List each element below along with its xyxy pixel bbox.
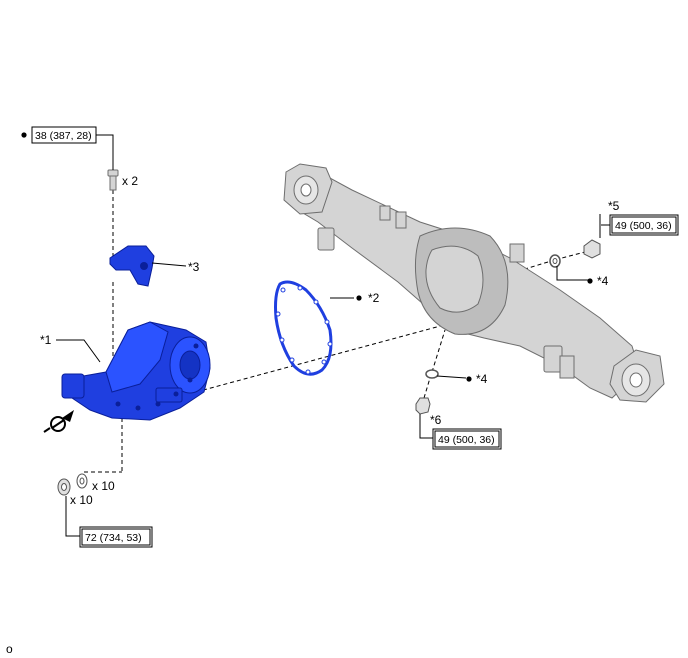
torque-value: 49 (500, 36) — [615, 220, 672, 232]
front-direction-icon — [43, 410, 74, 433]
callout-3: *3 — [188, 260, 200, 274]
quantity-washer: x 10 — [92, 479, 115, 493]
callout-6: *6 — [430, 413, 442, 427]
callout-4-lower: *4 — [476, 372, 488, 386]
plug-lower — [415, 397, 431, 415]
figure-code: o — [6, 642, 13, 656]
callout-5: *5 — [608, 199, 620, 213]
gasket — [274, 280, 333, 376]
plug-right — [583, 239, 601, 259]
washer-lower-left — [76, 473, 88, 489]
bolt-top — [107, 169, 119, 191]
nut-lower-left — [57, 478, 71, 496]
quantity-bolt-top: x 2 — [122, 174, 138, 188]
gasket-lower — [425, 369, 439, 379]
torque-box-bolt-top: 38 (387, 28) — [31, 126, 97, 144]
callout-2: *2 — [368, 291, 380, 305]
torque-value: 38 (387, 28) — [35, 130, 92, 142]
leader-lines — [56, 134, 612, 537]
carrier-bracket — [109, 245, 155, 287]
bullets — [21, 132, 593, 382]
torque-box-nut-right: 49 (500, 36) — [609, 214, 679, 236]
torque-value: 49 (500, 36) — [438, 434, 495, 446]
torque-box-nut-lower-left: 72 (734, 53) — [79, 526, 153, 548]
torque-box-plug-lower: 49 (500, 36) — [432, 428, 502, 450]
gasket-right — [549, 254, 561, 268]
differential-carrier — [61, 321, 211, 421]
axle-housing — [283, 163, 665, 403]
callout-4-right: *4 — [597, 274, 609, 288]
quantity-nut: x 10 — [70, 493, 93, 507]
torque-value: 72 (734, 53) — [85, 532, 142, 544]
callout-1: *1 — [40, 333, 52, 347]
